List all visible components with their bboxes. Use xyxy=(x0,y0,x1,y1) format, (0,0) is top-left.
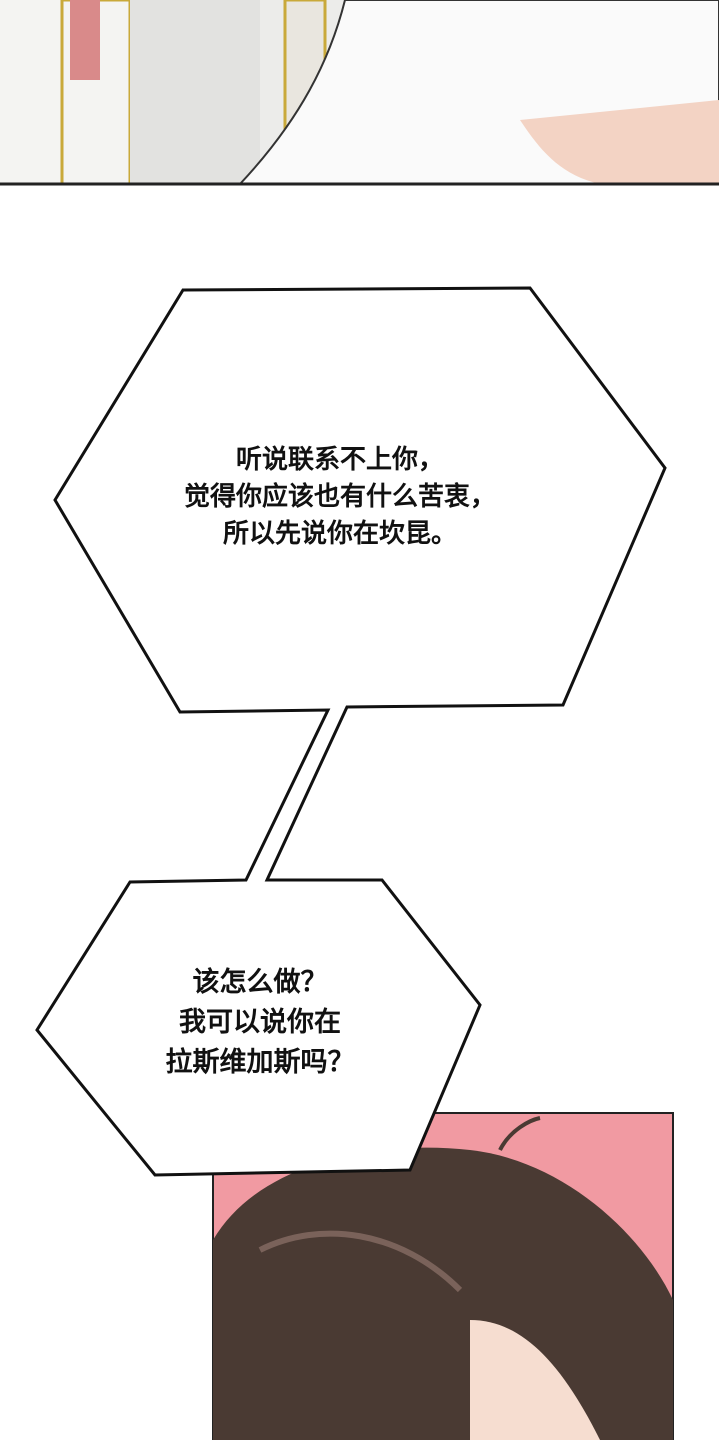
speech-bubble-outline xyxy=(35,286,667,1177)
top-comic-panel xyxy=(0,0,719,186)
speech-bubble-2-text: 该怎么做？我可以说你在拉斯维加斯吗？ xyxy=(165,967,355,1078)
speech-bubble-1-text: 听说联系不上你，觉得你应该也有什么苦衷，所以先说你在坎昆。 xyxy=(183,445,496,549)
